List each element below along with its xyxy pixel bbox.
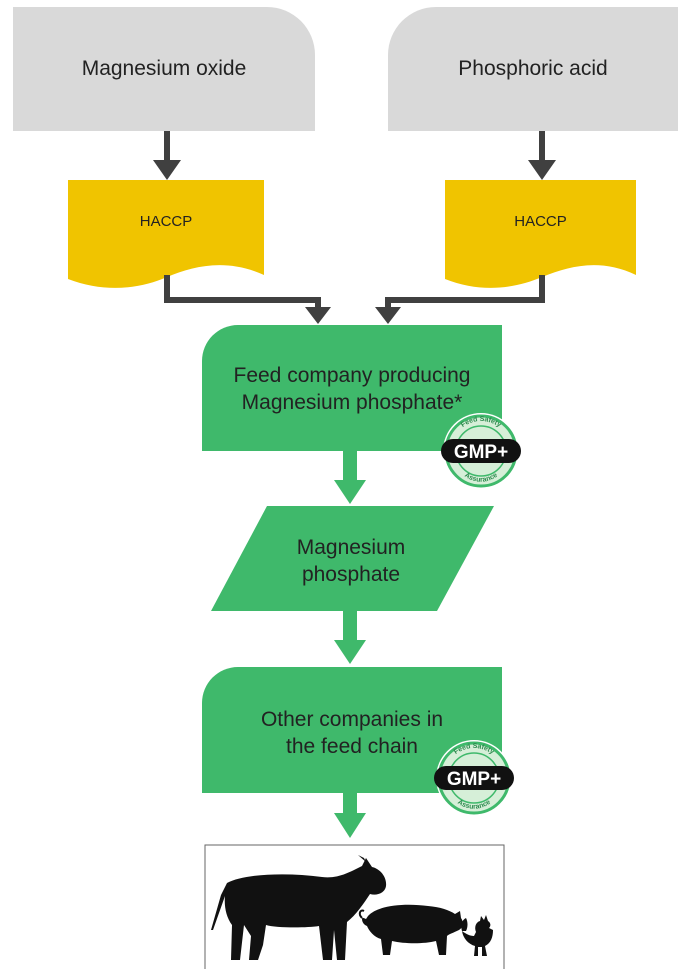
connector-producer-to-product [334,451,366,504]
product-label: Magnesium phosphate [226,534,476,588]
gmp-badge-producer [441,413,521,489]
connector-downstream-to-animals [334,793,366,838]
producer-label-line1: Feed company producing [233,364,471,387]
producer-label: Feed company producing Magnesium phospha… [202,362,502,416]
rooster-icon [461,915,493,956]
product-label-line2: phosphate [301,563,401,586]
downstream-process-box [202,667,502,793]
livestock-silhouettes-icon [211,855,493,960]
product-label-line1: Magnesium [296,536,406,559]
producer-label-line2: Magnesium phosphate* [241,391,463,414]
producer-process-box [202,325,502,451]
source-label-phosphoric-acid: Phosphoric acid [458,57,608,80]
source-box-magnesium-oxide: Magnesium oxide [13,7,315,131]
haccp-label-left: HACCP [139,212,193,230]
cow-icon [211,855,387,960]
haccp-document-right [445,180,636,288]
downstream-label: Other companies in the feed chain [202,706,502,760]
connector-product-to-downstream [334,611,366,664]
source-box-phosphoric-acid: Phosphoric acid [388,7,678,131]
haccp-label-right: HACCP [514,212,567,230]
downstream-label-line1: Other companies in [260,708,444,731]
gmp-badge-downstream [434,740,514,816]
connector-acid-to-haccp [528,131,556,180]
product-parallelogram [211,506,494,611]
connector-haccp-right-to-producer [375,275,545,324]
connector-oxide-to-haccp [153,131,181,180]
connector-haccp-left-to-producer [164,275,331,324]
pig-icon [358,904,463,955]
source-label-magnesium-oxide: Magnesium oxide [81,57,247,80]
downstream-label-line2: the feed chain [286,735,418,758]
haccp-document-left [68,180,264,288]
